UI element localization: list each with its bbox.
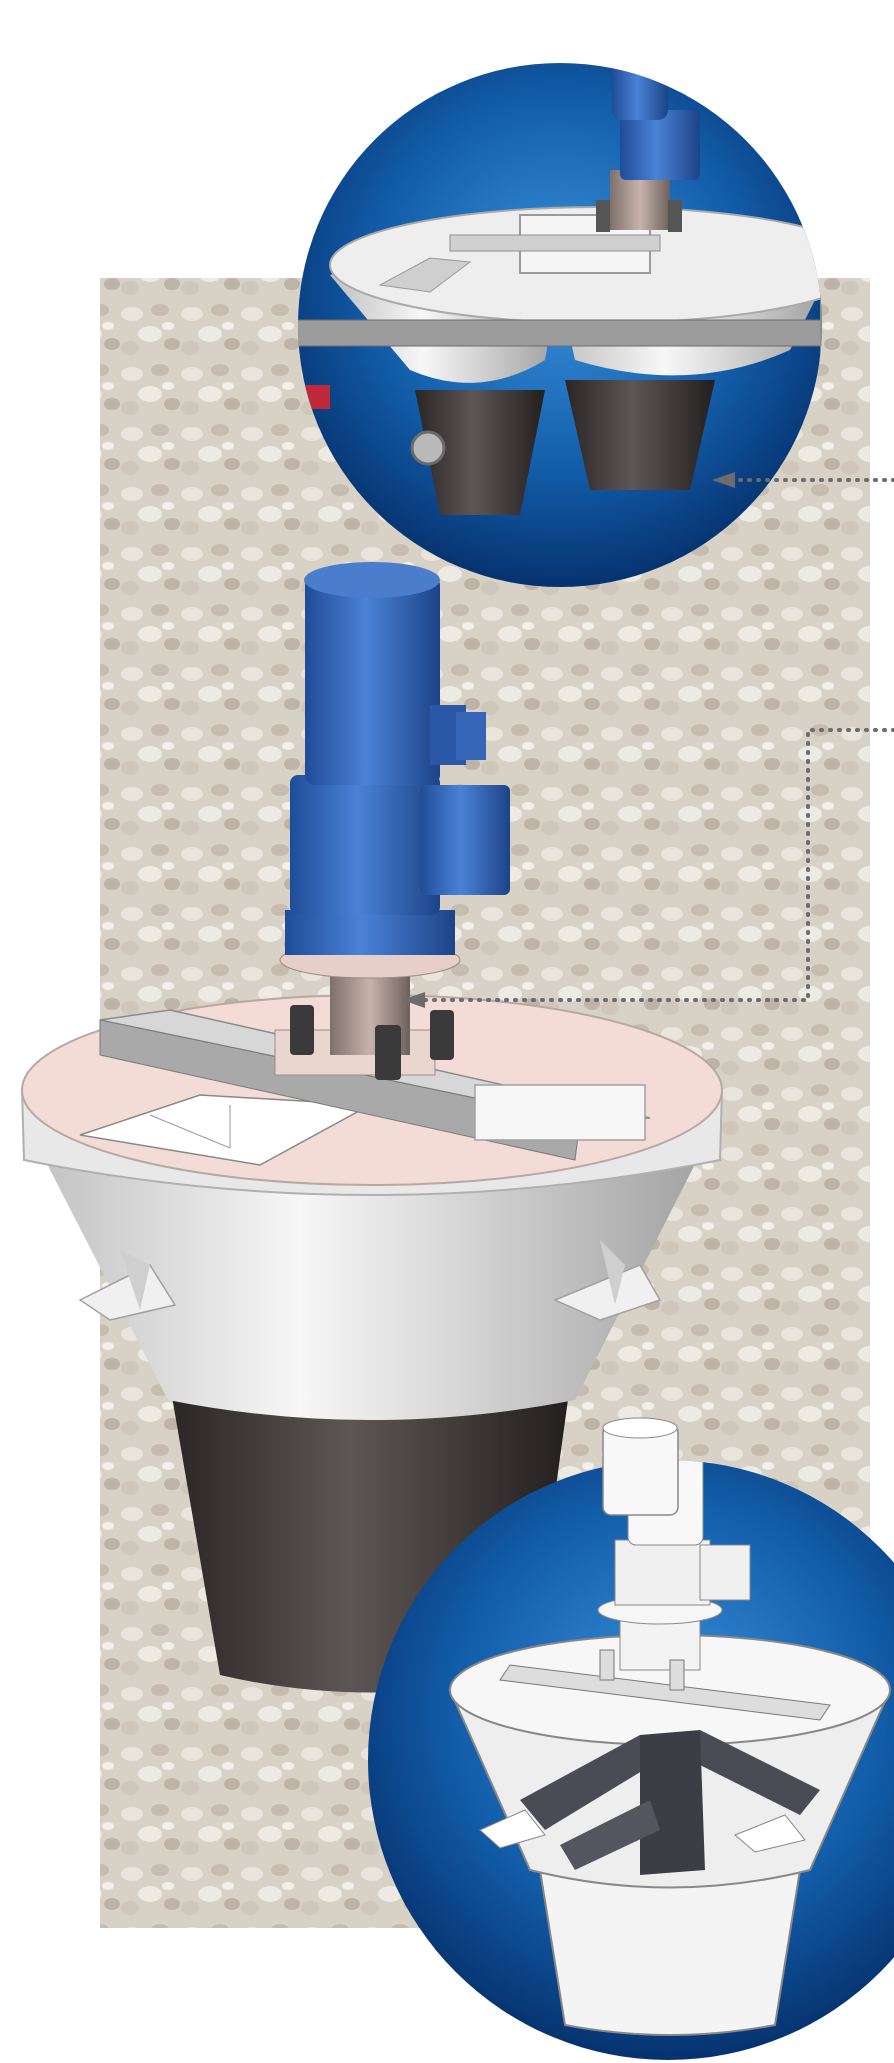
cutaway-hopper-internals-render (368, 1417, 894, 2060)
dotted-leader-arrow (712, 472, 894, 488)
single-hopper-feeder-render (20, 562, 724, 1693)
dotted-leader-arrow (402, 728, 894, 1008)
twin-hopper-feeder-render (298, 63, 822, 587)
